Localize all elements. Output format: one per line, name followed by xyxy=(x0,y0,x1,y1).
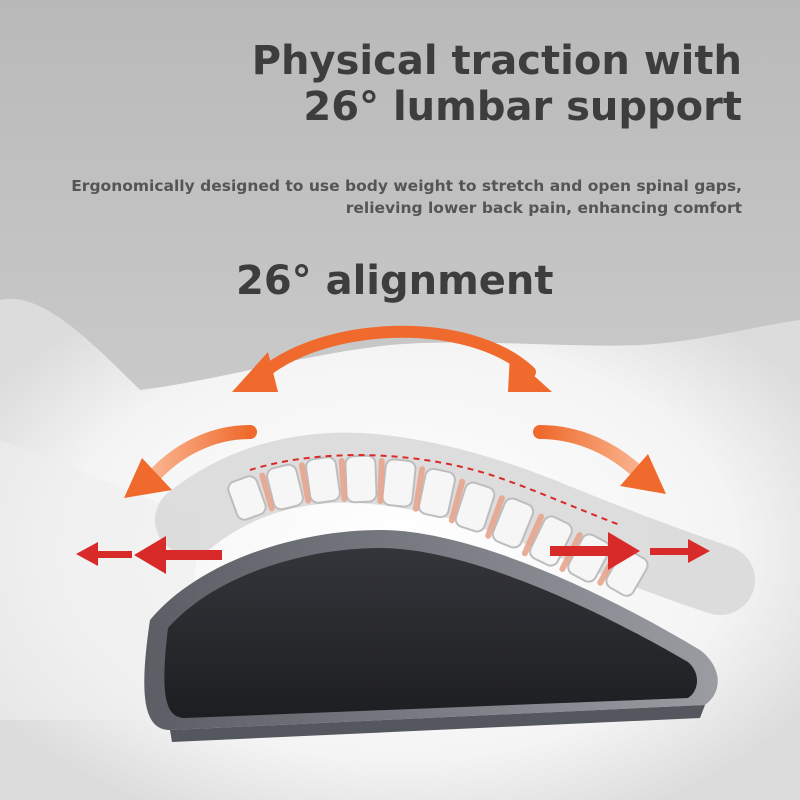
alignment-label: 26° alignment xyxy=(236,258,554,304)
subtitle-line-2: relieving lower back pain, enhancing com… xyxy=(345,199,742,217)
subtitle: Ergonomically designed to use body weigh… xyxy=(71,175,742,219)
top-arc-arrow xyxy=(232,325,552,392)
right-traction-arrows xyxy=(550,532,710,570)
headline-line-1: Physical traction with xyxy=(251,38,742,84)
left-traction-arrows xyxy=(76,536,222,574)
subtitle-line-1: Ergonomically designed to use body weigh… xyxy=(71,177,742,195)
right-arc-arrow xyxy=(533,425,666,494)
headline-line-2: 26° lumbar support xyxy=(303,84,742,130)
lumbar-pillow xyxy=(144,530,718,742)
left-arc-arrow xyxy=(124,425,257,498)
headline: Physical traction with 26° lumbar suppor… xyxy=(252,38,742,130)
